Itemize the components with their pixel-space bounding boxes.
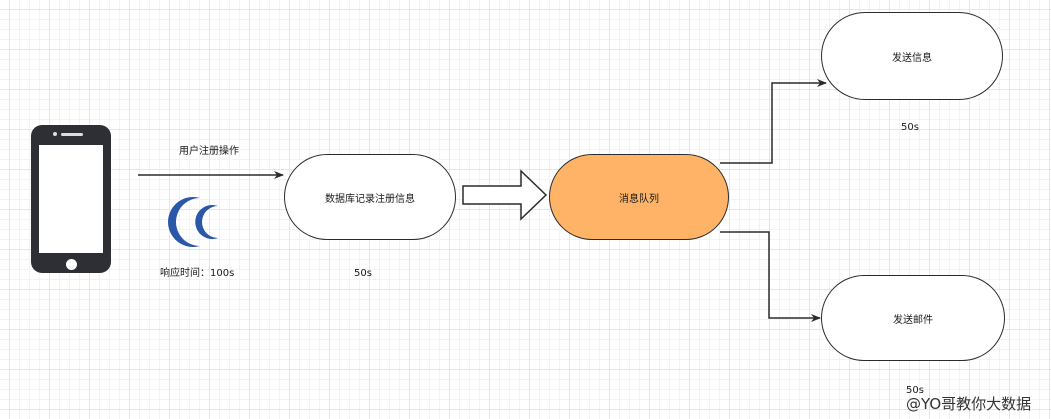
user-action-label: 用户注册操作 — [179, 146, 239, 157]
message-queue-node: 消息队列 — [549, 154, 729, 240]
db-time-label: 50s — [354, 268, 372, 279]
send-info-time-label: 50s — [901, 122, 919, 133]
smartphone-icon — [31, 125, 111, 273]
send-mail-node: 发送邮件 — [821, 275, 1005, 361]
message-queue-label: 消息队列 — [619, 193, 659, 205]
phone-screen — [39, 145, 103, 253]
send-info-node: 发送信息 — [821, 12, 1003, 100]
send-info-label: 发送信息 — [892, 52, 932, 64]
watermark: @YO哥教你大数据 — [906, 395, 1032, 413]
db-record-label: 数据库记录注册信息 — [325, 193, 415, 205]
phone-camera — [53, 132, 57, 136]
response-time-label: 响应时间：100s — [160, 268, 235, 279]
phone-speaker — [61, 133, 83, 136]
arrow-queue-to-send-mail — [720, 231, 821, 322]
send-mail-time-label: 50s — [906, 385, 924, 396]
phone-home-button — [66, 259, 77, 270]
db-record-node: 数据库记录注册信息 — [284, 154, 456, 240]
arrow-queue-to-send-info — [720, 79, 827, 164]
send-mail-label: 发送邮件 — [893, 314, 933, 326]
signal-waves-icon — [168, 197, 234, 247]
block-arrow-db-to-queue — [462, 169, 548, 221]
